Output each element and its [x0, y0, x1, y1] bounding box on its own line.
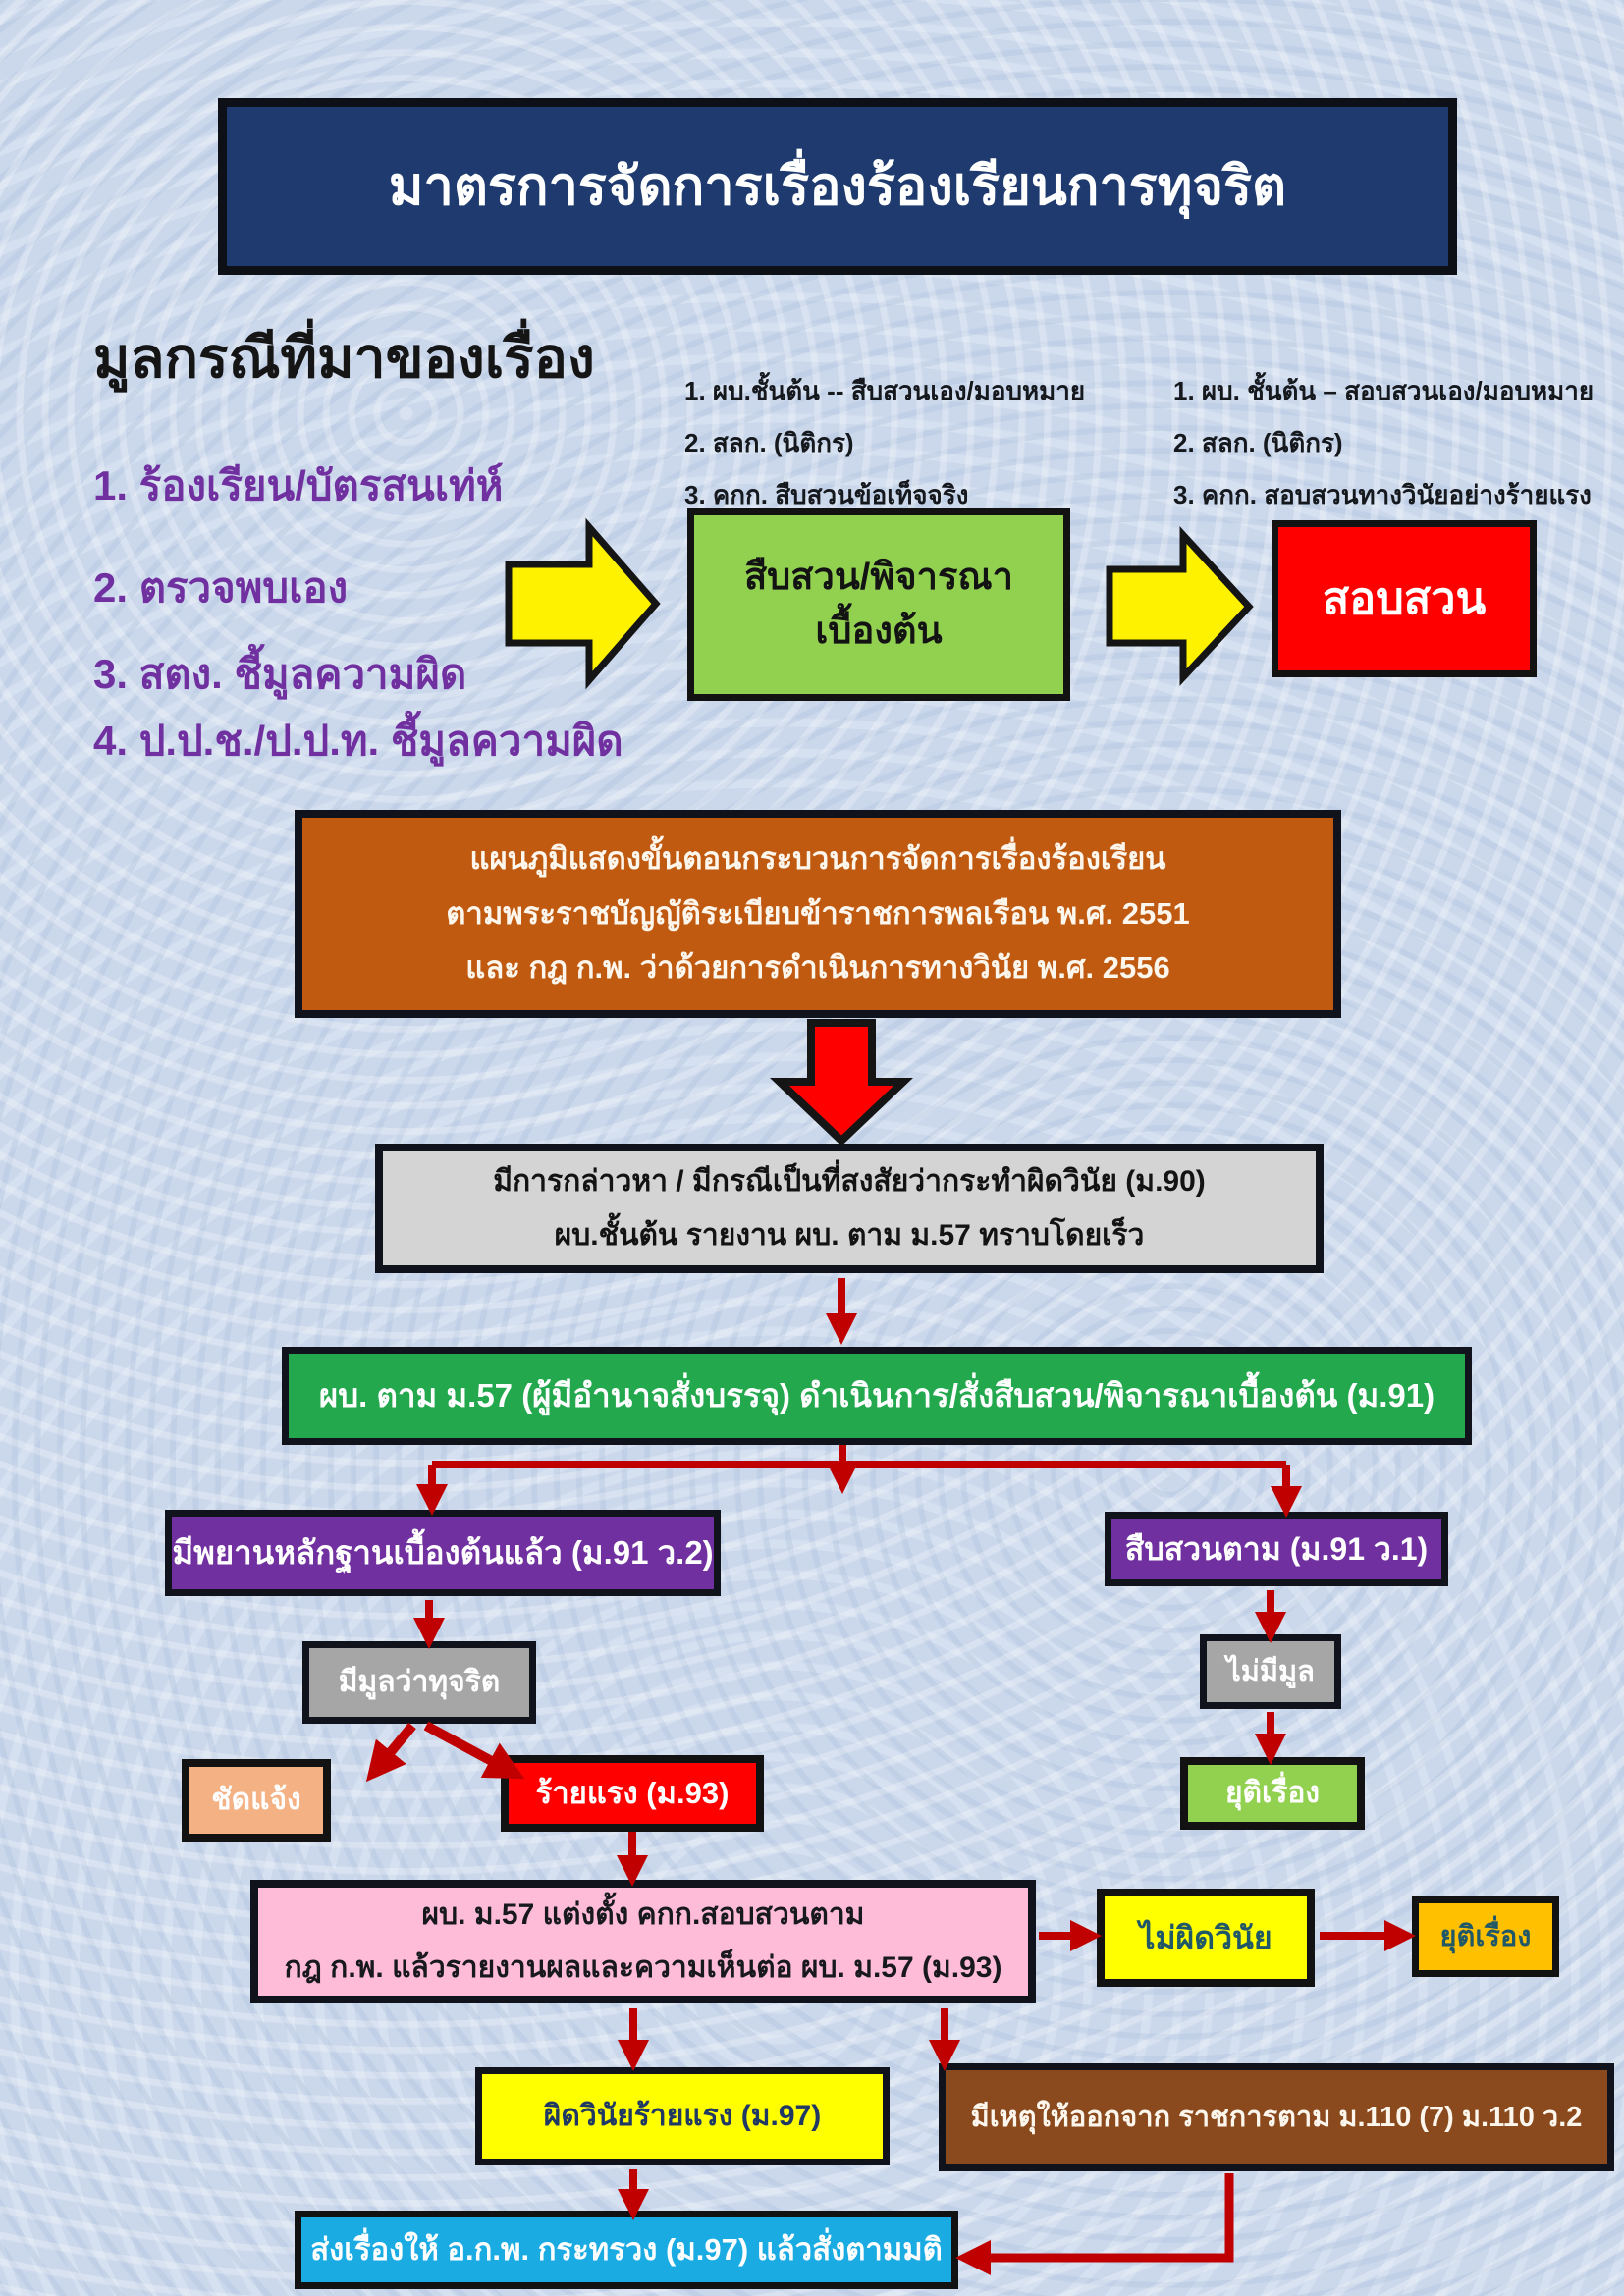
clear-case-box: ชัดแจ้ง: [182, 1759, 331, 1842]
serious-case-box: ร้ายแรง (ม.93): [501, 1755, 764, 1832]
investigate-per-label: สืบสวนตาม (ม.91 ว.1): [1124, 1530, 1429, 1567]
no-grounds-label: ไม่มีมูล: [1226, 1655, 1315, 1687]
end-case-orange-box: ยุติเรื่อง: [1412, 1896, 1559, 1977]
sources-heading: มูลกรณีที่มาของเรื่อง: [93, 327, 595, 390]
inquiry-box: สอบสวน: [1272, 520, 1537, 677]
grounds-label: มีมูลว่าทุจริต: [338, 1666, 501, 1699]
source-item-2: 2. ตรวจพบเอง: [93, 564, 349, 611]
investigation-note-line-1: 1. ผบ.ชั้นต้น -- สืบสวนเอง/มอบหมาย: [684, 376, 1086, 405]
no-offense-box: ไม่ผิดวินัย: [1097, 1889, 1315, 1987]
grounds-for-corruption-box: มีมูลว่าทุจริต: [302, 1641, 536, 1724]
chart-header-line-2: ตามพระราชบัญญัติระเบียบข้าราชการพลเรือน …: [446, 895, 1190, 931]
discharge-label: มีเหตุให้ออกจาก ราชการตาม ม.110 (7) ม.11…: [970, 2101, 1583, 2133]
inquiry-note-line-3: 3. คกก. สอบสวนทางวินัยอย่างร้ายแรง: [1173, 480, 1592, 509]
end-case-orange-label: ยุติเรื่อง: [1439, 1920, 1532, 1952]
evidence-label: มีพยานหลักฐานเบื้องต้นแล้ว (ม.91 ว.2): [172, 1534, 714, 1572]
connector-discharge-to-forward: [955, 2173, 1234, 2275]
inquiry-note-line-2: 2. สลก. (นิติกร): [1173, 428, 1343, 457]
title-banner: มาตรการจัดการเรื่องร้องเรียนการทุจริต: [218, 98, 1457, 275]
inquiry-note-line-1: 1. ผบ. ชั้นต้น – สอบสวนเอง/มอบหมาย: [1173, 376, 1595, 405]
preliminary-investigation-box: สืบสวน/พิจารณา เบื้องต้น: [687, 508, 1070, 701]
investigate-per-box: สืบสวนตาม (ม.91 ว.1): [1105, 1512, 1448, 1586]
order-box: ผบ. ตาม ม.57 (ผู้มีอำนาจสั่งบรรจุ) ดำเนิ…: [282, 1347, 1472, 1445]
end-case-green-box: ยุติเรื่อง: [1180, 1757, 1365, 1830]
page-title: มาตรการจัดการเรื่องร้องเรียนการทุจริต: [388, 156, 1287, 216]
serious-offense-label: ผิดวินัยร้ายแรง (ม.97): [543, 2100, 822, 2133]
chart-header-box: แผนภูมิแสดงขั้นตอนกระบวนการจัดการเรื่องร…: [295, 810, 1341, 1018]
inquiry-note: 1. ผบ. ชั้นต้น – สอบสวนเอง/มอบหมาย 2. สล…: [1173, 365, 1624, 521]
discharge-box: มีเหตุให้ออกจาก ราชการตาม ม.110 (7) ม.11…: [939, 2063, 1614, 2171]
forward-to-ministry-label: ส่งเรื่องให้ อ.ก.พ. กระทรวง (ม.97) แล้วส…: [310, 2231, 943, 2267]
evidence-box: มีพยานหลักฐานเบื้องต้นแล้ว (ม.91 ว.2): [165, 1510, 721, 1596]
yellow-right-arrow-2: [1106, 526, 1254, 686]
allegation-box: มีการกล่าวหา / มีกรณีเป็นที่สงสัยว่ากระท…: [375, 1144, 1324, 1273]
chart-header-line-3: และ กฎ ก.พ. ว่าด้วยการดำเนินการทางวินัย …: [465, 949, 1170, 985]
allegation-line-2: ผบ.ชั้นต้น รายงาน ผบ. ตาม ม.57 ทราบโดยเร…: [554, 1219, 1145, 1252]
serious-offense-box: ผิดวินัยร้ายแรง (ม.97): [475, 2067, 890, 2165]
inquiry-label: สอบสวน: [1322, 573, 1487, 624]
no-offense-label: ไม่ผิดวินัย: [1139, 1919, 1272, 1955]
appoint-line-1: ผบ. ม.57 แต่งตั้ง คกก.สอบสวนตาม: [421, 1898, 865, 1931]
connector-grounds-to-serious: [423, 1721, 525, 1780]
preliminary-investigation-line-1: สืบสวน/พิจารณา: [743, 556, 1014, 598]
investigation-note-line-3: 3. คกก. สืบสวนข้อเท็จจริง: [684, 480, 969, 509]
appoint-committee-box: ผบ. ม.57 แต่งตั้ง คกก.สอบสวนตาม กฎ ก.พ. …: [250, 1880, 1036, 2003]
allegation-line-1: มีการกล่าวหา / มีกรณีเป็นที่สงสัยว่ากระท…: [493, 1164, 1206, 1198]
preliminary-investigation-line-2: เบื้องต้น: [815, 611, 943, 652]
connector-grounds-to-clear: [365, 1722, 416, 1783]
source-item-1: 1. ร้องเรียน/บัตรสนเท่ห์: [93, 462, 504, 508]
forward-to-ministry-box: ส่งเรื่องให้ อ.ก.พ. กระทรวง (ม.97) แล้วส…: [295, 2211, 958, 2289]
appoint-line-2: กฎ ก.พ. แล้วรายงานผลและความเห็นต่อ ผบ. ม…: [284, 1951, 1002, 1984]
investigation-note: 1. ผบ.ชั้นต้น -- สืบสวนเอง/มอบหมาย 2. สล…: [684, 365, 1162, 521]
no-grounds-box: ไม่มีมูล: [1200, 1634, 1341, 1709]
serious-case-label: ร้ายแรง (ม.93): [535, 1775, 730, 1810]
clear-case-label: ชัดแจ้ง: [211, 1784, 301, 1817]
chart-header-line-1: แผนภูมิแสดงขั้นตอนกระบวนการจัดการเรื่องร…: [469, 841, 1166, 877]
red-down-arrow: [770, 1019, 913, 1147]
order-label: ผบ. ตาม ม.57 (ผู้มีอำนาจสั่งบรรจุ) ดำเนิ…: [318, 1377, 1435, 1415]
source-item-3: 3. สตง. ชี้มูลความผิด: [93, 651, 467, 697]
source-item-4: 4. ป.ป.ช./ป.ป.ท. ชี้มูลความผิด: [93, 718, 623, 764]
investigation-note-line-2: 2. สลก. (นิติกร): [684, 428, 854, 457]
end-case-green-label: ยุติเรื่อง: [1224, 1777, 1321, 1810]
